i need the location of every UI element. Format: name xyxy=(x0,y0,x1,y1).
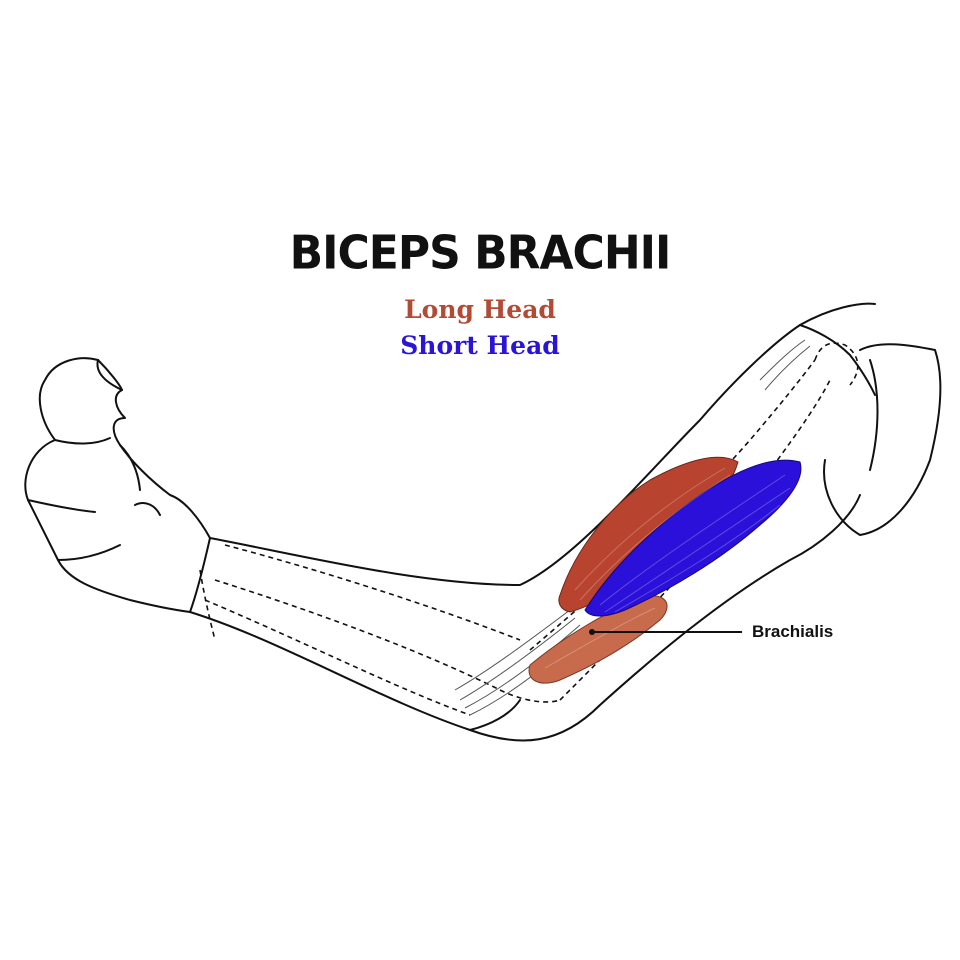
legend-long-head: Long Head xyxy=(404,295,556,324)
brachialis-muscle xyxy=(528,595,668,684)
arm-outline xyxy=(24,302,942,742)
muscle-fibers xyxy=(544,467,791,669)
diagram-title: BICEPS BRACHII xyxy=(289,226,672,281)
brachialis-label: Brachialis xyxy=(752,622,834,641)
short-head-muscle xyxy=(584,459,802,617)
legend-short-head: Short Head xyxy=(400,331,560,360)
bone-outlines xyxy=(199,342,859,716)
brachialis-callout-dot xyxy=(589,629,595,635)
